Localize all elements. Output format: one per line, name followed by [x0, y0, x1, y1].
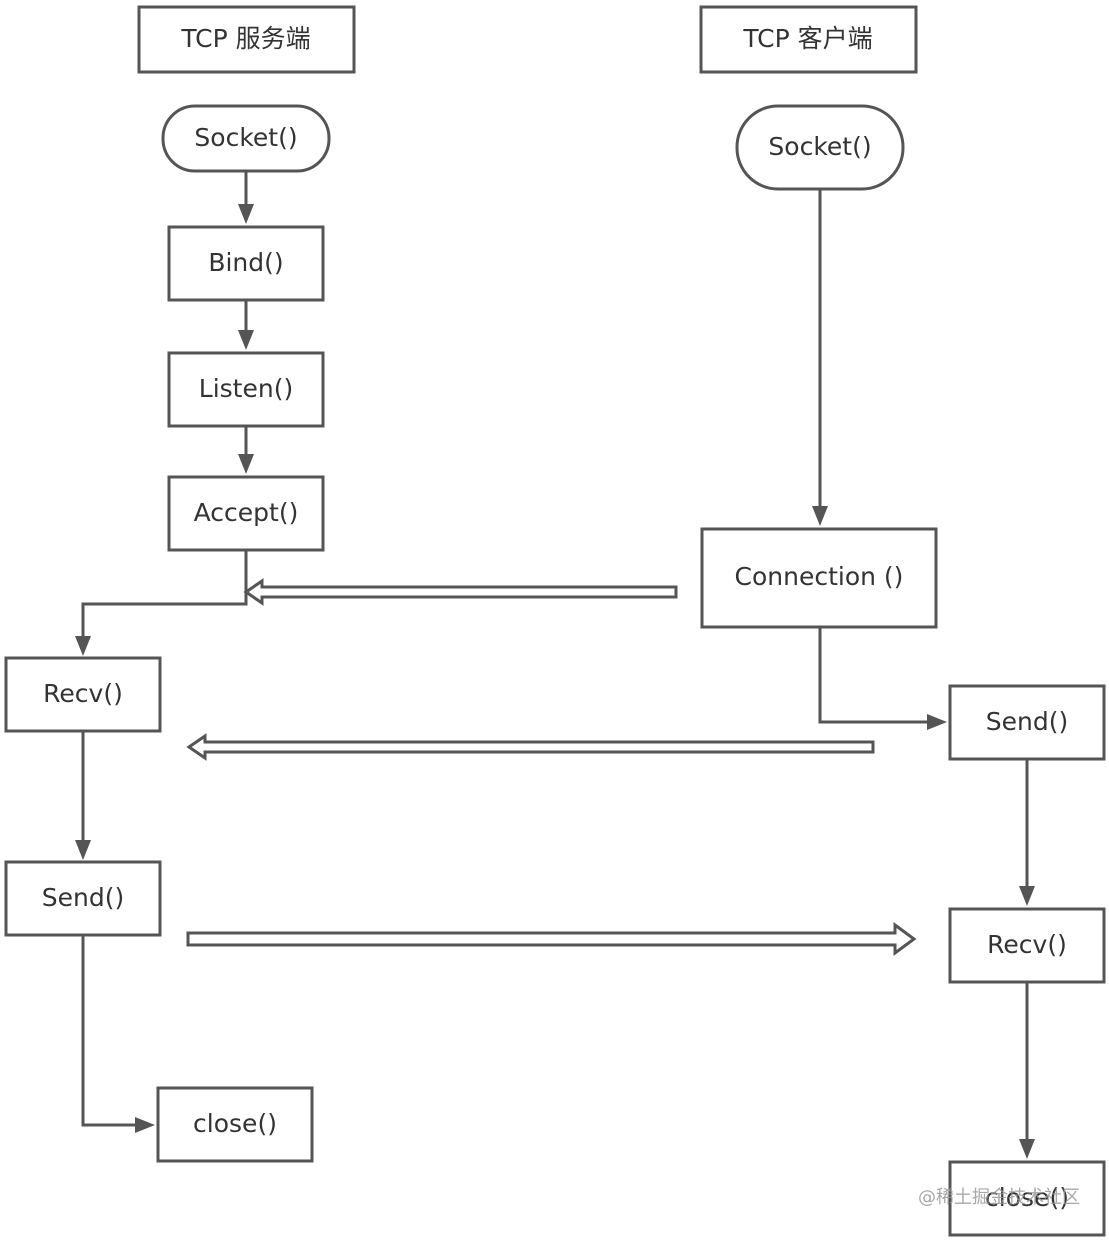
client-close-node: close()	[948, 1160, 1106, 1237]
client-connection-shape	[700, 527, 938, 629]
server-socket-label: Socket()	[194, 123, 297, 152]
connectors	[75, 172, 1035, 1159]
server-accept-node: Accept()	[167, 475, 325, 552]
server-listen-node: Listen()	[167, 351, 325, 428]
server-bind-shape	[167, 225, 325, 302]
server-socket-node: Socket()	[161, 104, 331, 173]
client-close-label: close()	[985, 1183, 1069, 1212]
server-bind-label: Bind()	[208, 248, 283, 277]
server-title: TCP 服务端	[180, 24, 310, 53]
server-header-box	[137, 5, 356, 74]
connector-server-accept-recv	[81, 551, 248, 638]
client-title: TCP 客户端	[742, 24, 872, 53]
client-connection-label: Connection ()	[735, 562, 904, 591]
client-recv-label: Recv()	[987, 930, 1067, 959]
server-listen-shape	[167, 351, 325, 428]
server-close-node: close()	[156, 1086, 314, 1163]
arrowhead-server-recv	[75, 636, 91, 656]
client-send-label: Send()	[986, 707, 1068, 736]
message-arrow-connect-to-accept	[243, 578, 678, 606]
server-recv-shape	[4, 656, 162, 733]
message-arrow-send-to-recv	[186, 733, 875, 761]
watermark-text: @稀土掘金技术社区	[918, 1187, 1080, 1208]
client-connection-node: Connection ()	[700, 527, 938, 629]
server-accept-label: Accept()	[194, 498, 299, 527]
server-close-shape	[156, 1086, 314, 1163]
client-recv-shape	[948, 907, 1106, 984]
server-socket-shape	[161, 104, 331, 173]
client-send-node: Send()	[948, 684, 1106, 761]
arrowhead-client-connection	[812, 506, 828, 526]
client-send-shape	[948, 684, 1106, 761]
server-header: TCP 服务端	[137, 5, 356, 74]
connector-client-connection-send	[818, 627, 929, 724]
server-send-shape	[4, 860, 162, 937]
message-arrows	[186, 578, 917, 956]
server-accept-shape	[167, 475, 325, 552]
arrowhead-client-recv	[1019, 886, 1035, 906]
connector-server-send-close	[81, 936, 137, 1127]
arrowhead-server-bind	[238, 204, 254, 224]
arrowhead-server-send	[75, 840, 91, 860]
message-arrow-send-to-client-recv	[186, 922, 917, 956]
server-send-node: Send()	[4, 860, 162, 937]
arrowhead-server-accept	[238, 454, 254, 474]
arrowhead-client-send	[927, 714, 947, 730]
server-close-label: close()	[193, 1109, 277, 1138]
arrowhead-server-close	[135, 1117, 155, 1133]
client-socket-label: Socket()	[768, 132, 871, 161]
arrowhead-server-listen	[238, 330, 254, 350]
client-close-shape	[948, 1160, 1106, 1237]
server-send-label: Send()	[42, 883, 124, 912]
client-socket-node: Socket()	[735, 104, 905, 191]
client-header-box	[699, 5, 918, 74]
server-listen-label: Listen()	[199, 374, 293, 403]
client-socket-shape	[735, 104, 905, 191]
client-recv-node: Recv()	[948, 907, 1106, 984]
server-bind-node: Bind()	[167, 225, 325, 302]
arrowhead-client-close	[1019, 1139, 1035, 1159]
server-recv-node: Recv()	[4, 656, 162, 733]
server-recv-label: Recv()	[43, 679, 123, 708]
client-header: TCP 客户端	[699, 5, 918, 74]
